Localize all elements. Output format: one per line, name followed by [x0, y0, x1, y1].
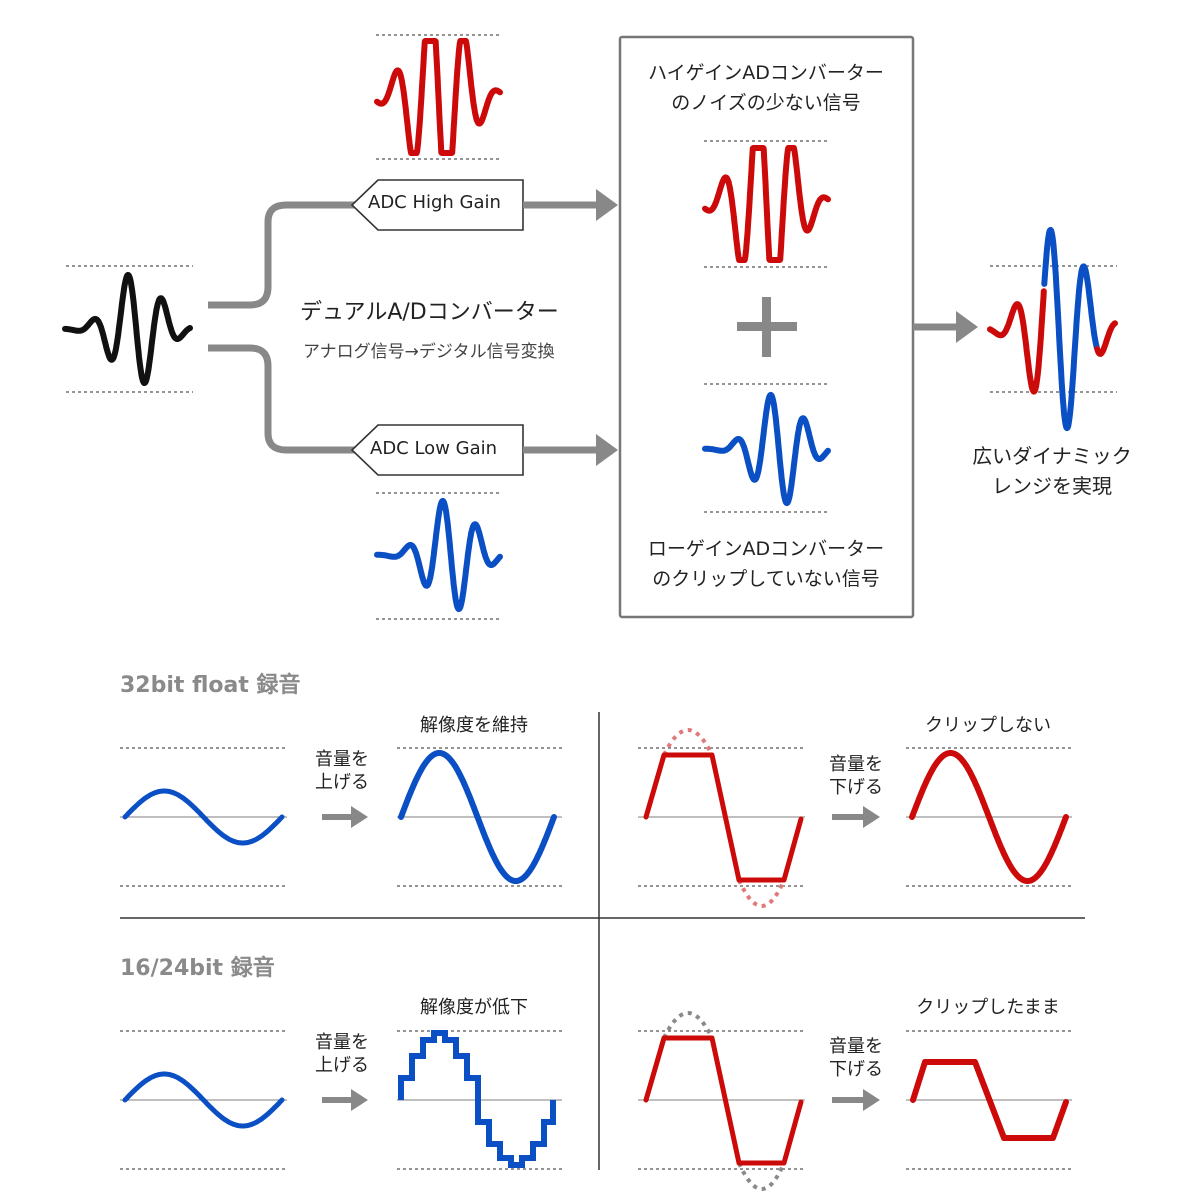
box-high-gain-waveform: [702, 145, 831, 263]
high-gain-description-line1: ハイゲインADコンバーター: [648, 62, 884, 84]
input-signal-waveform: [62, 271, 193, 387]
int-still-clipped-waveform: [910, 1059, 1069, 1141]
low-gain-description-line2: のクリップしていない信号: [652, 568, 880, 590]
result-waveform-red-right: [1094, 320, 1118, 357]
float-restored-waveform: [909, 750, 1069, 884]
float-raise-volume-label: 音量を 上げる: [304, 748, 380, 794]
int-raise-volume-label: 音量を 上げる: [304, 1031, 380, 1077]
float-lower-line2: 下げる: [829, 777, 883, 798]
int-clipped-waveform: [643, 1035, 804, 1166]
converter-title: デュアルA/Dコンバーター: [300, 300, 559, 325]
result-description-line2: レンジを実現: [992, 474, 1112, 498]
float-no-clip-label: クリップしない: [925, 715, 1051, 736]
float-lower-arrow-head: [863, 806, 880, 828]
float-raise-line1: 音量を: [315, 749, 369, 770]
int-lost-peak-bottom: [737, 1162, 786, 1191]
arrow-low-to-box-head: [596, 434, 618, 466]
branch-line-high: [208, 201, 360, 309]
arrow-to-result-head: [956, 311, 978, 343]
low-gain-description: ローゲインADコンバーター のクリップしていない信号: [616, 534, 916, 594]
int-small-sine-waveform: [122, 1071, 285, 1129]
int-raise-arrow-head: [351, 1089, 368, 1111]
high-gain-description: ハイゲインADコンバーター のノイズの少ない信号: [616, 58, 916, 118]
float-small-sine-waveform: [122, 788, 285, 846]
float-raise-line2: 上げる: [315, 772, 369, 793]
low-gain-signal-waveform: [374, 497, 503, 613]
int-raise-line2: 上げる: [315, 1055, 369, 1076]
box-low-gain-waveform: [702, 391, 831, 507]
float-resolution-kept-label: 解像度を維持: [420, 715, 528, 736]
result-waveform-blue: [1041, 226, 1100, 432]
int-lower-line2: 下げる: [829, 1059, 883, 1080]
float-raise-arrow-head: [351, 806, 368, 828]
int-lower-line1: 音量を: [829, 1036, 883, 1057]
int-resolution-lost-label: 解像度が低下: [420, 997, 528, 1018]
result-description: 広いダイナミック レンジを実現: [957, 441, 1147, 501]
int-section-title: 16/24bit 録音: [120, 956, 275, 981]
int-lost-peak-top: [662, 1011, 714, 1039]
int-still-clipped-label: クリップしたまま: [916, 997, 1060, 1018]
result-description-line1: 広いダイナミック: [972, 444, 1132, 468]
branch-line-low: [208, 344, 360, 454]
int-lower-arrow-head: [863, 1089, 880, 1111]
float-lower-volume-label: 音量を 下げる: [818, 753, 894, 799]
high-gain-description-line2: のノイズの少ない信号: [671, 92, 861, 114]
int-lower-volume-label: 音量を 下げる: [818, 1035, 894, 1081]
float-lost-peak-top: [662, 728, 714, 756]
int-raise-line1: 音量を: [315, 1032, 369, 1053]
high-gain-signal-waveform: [374, 38, 503, 156]
adc-low-gain-label: ADC Low Gain: [370, 438, 498, 459]
arrow-high-to-box-head: [596, 189, 618, 221]
result-waveform-red-left: [987, 288, 1047, 395]
float-lower-line1: 音量を: [829, 754, 883, 775]
low-gain-description-line1: ローゲインADコンバーター: [647, 538, 885, 560]
float-lost-peak-bottom: [737, 879, 786, 908]
float-section-title: 32bit float 録音: [120, 673, 301, 698]
int-stepped-waveform: [398, 1030, 556, 1168]
float-large-sine-waveform: [398, 750, 557, 884]
adc-high-gain-label: ADC High Gain: [368, 192, 501, 213]
converter-subtitle: アナログ信号→デジタル信号変換: [303, 342, 555, 362]
plus-symbol-vertical: [762, 297, 771, 357]
float-clipped-waveform: [643, 752, 804, 883]
